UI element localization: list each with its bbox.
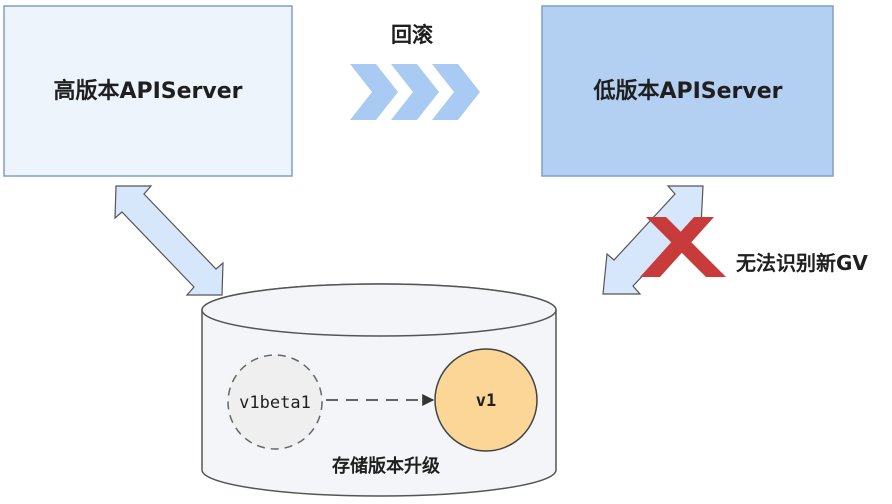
chevron-arrow-1 [350,64,398,120]
storage-version-v1: v1 [434,348,538,452]
storage-version-v1beta1: v1beta1 [227,354,323,450]
high-version-apiserver-box [3,5,293,177]
high-version-storage-double-arrow [114,185,224,296]
low-version-apiserver: 低版本APIServer [541,5,834,177]
v1beta1-label: v1beta1 [239,393,311,413]
v1beta1-circle [227,354,323,450]
cross-stroke-2 [640,217,714,277]
cross-icon [640,217,726,277]
rollback-chevron-arrows [350,64,480,120]
storage-cylinder-top [201,283,557,337]
rollback-label: 回滚 [391,23,434,47]
low-version-apiserver-box [541,5,834,177]
storage-upgrade-label: 存储版本升级 [332,455,441,477]
chevron-arrow-2 [391,64,439,120]
cannot-recognize-label: 无法识别新GV [736,251,868,275]
v1-label: v1 [476,391,496,411]
low-version-apiserver-label: 低版本APIServer [592,79,782,104]
v1-circle [434,348,538,452]
high-version-apiserver-label: 高版本APIServer [53,78,242,104]
chevron-arrow-3 [432,64,480,120]
high-version-apiserver: 高版本APIServer [3,5,293,177]
